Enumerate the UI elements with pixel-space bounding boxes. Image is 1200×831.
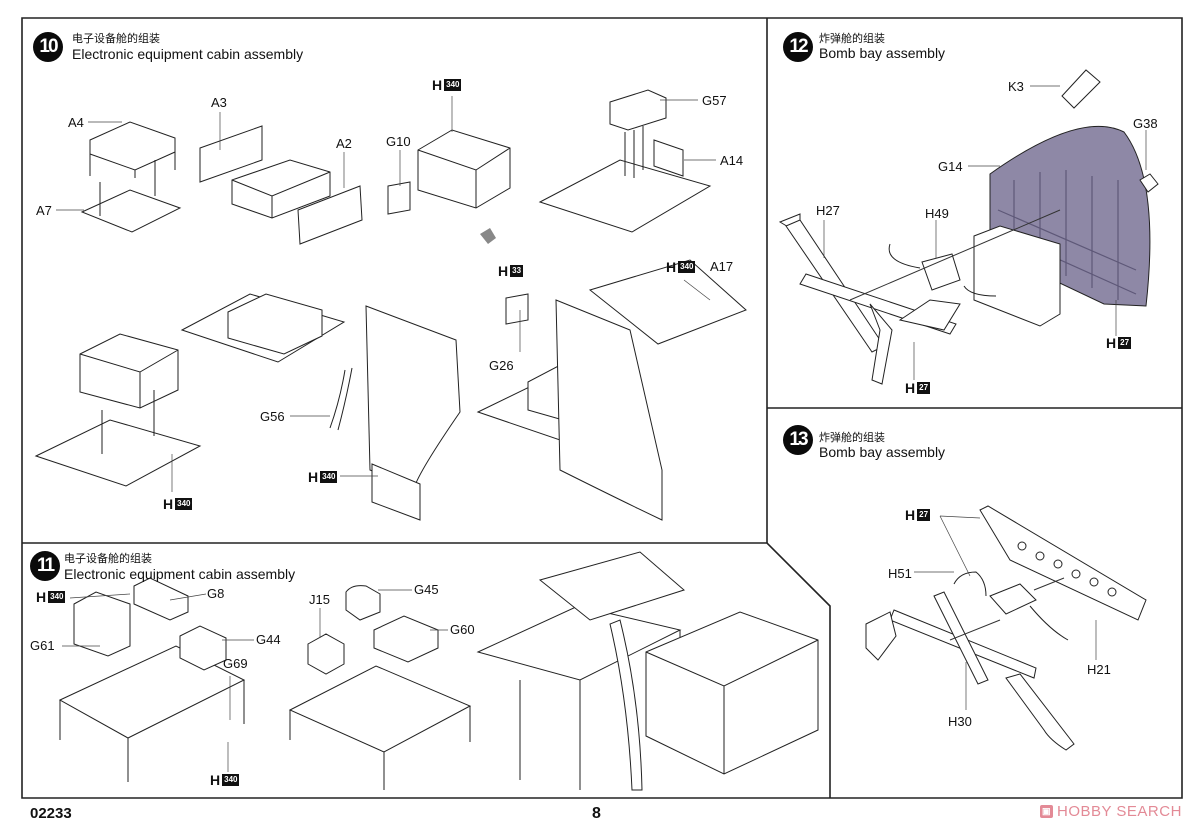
- step-11-badge: 11: [30, 551, 60, 581]
- part-label-a3: A3: [211, 95, 227, 110]
- paint-letter: H: [1106, 335, 1117, 351]
- step10-art: [34, 89, 747, 521]
- paint-code: 340: [444, 79, 462, 91]
- step13-leaders: [914, 515, 1097, 710]
- part-label-g26: G26: [489, 358, 514, 373]
- step-11-number: 11: [36, 555, 55, 576]
- paint-letter: H: [432, 77, 443, 93]
- part-label-a7: A7: [36, 203, 52, 218]
- paint-letter: H: [666, 259, 677, 275]
- step12-leaders: [823, 85, 1147, 380]
- step-13-title-en: Bomb bay assembly: [819, 444, 946, 460]
- watermark: ▣ HOBBY SEARCH: [1040, 803, 1182, 820]
- watermark-text: HOBBY SEARCH: [1057, 803, 1182, 820]
- paint-ref-h27: H 27: [905, 380, 931, 396]
- paint-ref-h340: H 340: [36, 589, 66, 605]
- step13-art: [865, 505, 1147, 751]
- step-13-title-cn: 炸弹舱的组装: [819, 431, 885, 444]
- part-label-a17: A17: [710, 259, 734, 274]
- part-label-g45: G45: [414, 582, 439, 597]
- part-label-g69: G69: [223, 656, 248, 671]
- paint-letter: H: [905, 507, 916, 523]
- paint-code: 27: [917, 509, 931, 521]
- part-label-g8: G8: [207, 586, 225, 601]
- step-12-badge: 12: [783, 32, 813, 62]
- step-12-title-en: Bomb bay assembly: [819, 45, 946, 61]
- part-label-g60: G60: [450, 622, 475, 637]
- paint-code: 340: [222, 774, 240, 786]
- step-13-badge: 13: [783, 425, 813, 455]
- part-label-h51: H51: [888, 566, 912, 581]
- paint-code: 27: [1118, 337, 1132, 349]
- paint-ref-h340: H 340: [163, 496, 193, 512]
- product-code: 02233: [30, 805, 72, 822]
- step-10-number: 10: [39, 36, 58, 57]
- paint-code: 340: [320, 471, 338, 483]
- paint-letter: H: [905, 380, 916, 396]
- page-number: 8: [592, 805, 601, 822]
- paint-code: 340: [48, 591, 66, 603]
- part-label-g14: G14: [938, 159, 963, 174]
- part-label-k3: K3: [1008, 79, 1024, 94]
- part-label-h49: H49: [925, 206, 949, 221]
- step12-art: [778, 69, 1159, 385]
- divider-10-11: [22, 542, 831, 798]
- step-12-number: 12: [789, 36, 808, 57]
- part-label-g10: G10: [386, 134, 411, 149]
- part-label-h21: H21: [1087, 662, 1111, 677]
- paint-letter: H: [36, 589, 47, 605]
- paint-code: 27: [917, 382, 931, 394]
- step-10-title-cn: 电子设备舱的组装: [72, 32, 160, 45]
- part-label-g56: G56: [260, 409, 285, 424]
- paint-letter: H: [498, 263, 509, 279]
- paint-code: 33: [510, 265, 524, 277]
- part-label-a2: A2: [336, 136, 352, 151]
- paint-ref-h340: H 340: [666, 259, 696, 275]
- paint-code: 340: [678, 261, 696, 273]
- hobby-search-logo-icon: ▣: [1040, 805, 1053, 818]
- part-label-g61: G61: [30, 638, 55, 653]
- outer-frame: [21, 17, 1183, 799]
- step-10-badge: 10: [33, 32, 63, 62]
- paint-letter: H: [308, 469, 319, 485]
- paint-ref-h340: H 340: [210, 772, 240, 788]
- step-10-title-en: Electronic equipment cabin assembly: [72, 46, 304, 62]
- paint-letter: H: [163, 496, 174, 512]
- step11-art: [58, 551, 819, 791]
- part-label-j15: J15: [309, 592, 330, 607]
- paint-ref-h27: H 27: [1106, 335, 1132, 351]
- part-label-h27: H27: [816, 203, 840, 218]
- step-11-title-cn: 电子设备舱的组装: [64, 552, 152, 565]
- paint-ref-h340: H 340: [308, 469, 338, 485]
- paint-ref-h27: H 27: [905, 507, 931, 523]
- part-label-g44: G44: [256, 632, 281, 647]
- step-11-title-en: Electronic equipment cabin assembly: [64, 566, 296, 582]
- part-label-a4: A4: [68, 115, 84, 130]
- step10-leaders: [56, 96, 716, 492]
- part-label-h30: H30: [948, 714, 972, 729]
- part-label-a14: A14: [720, 153, 744, 168]
- paint-letter: H: [210, 772, 221, 788]
- part-label-g38: G38: [1133, 116, 1158, 131]
- paint-ref-h340: H 340: [432, 77, 462, 93]
- step-13-number: 13: [789, 429, 808, 450]
- step-12-title-cn: 炸弹舱的组装: [819, 32, 885, 45]
- part-label-g57: G57: [702, 93, 727, 108]
- paint-code: 340: [175, 498, 193, 510]
- paint-ref-h33: H 33: [498, 263, 524, 279]
- step11-leaders: [62, 589, 448, 772]
